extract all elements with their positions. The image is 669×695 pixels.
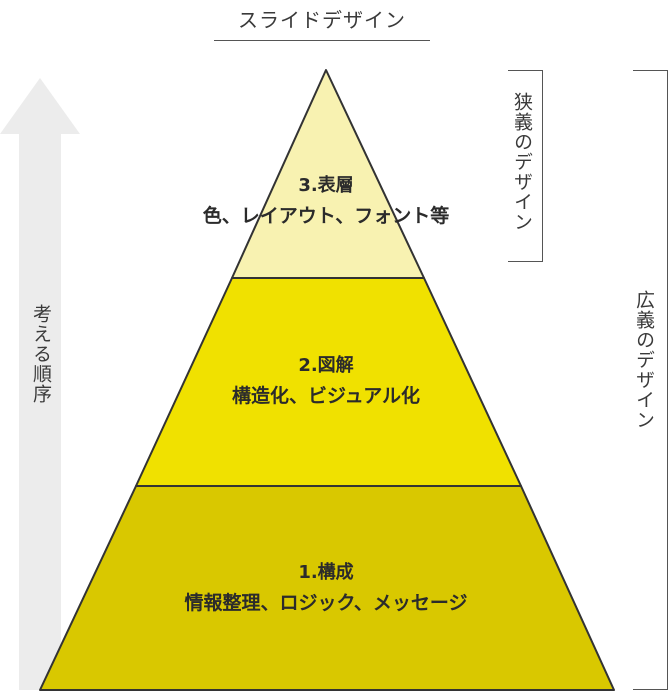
narrow-design-bracket — [508, 70, 543, 262]
layer-bottom-shape — [39, 485, 615, 691]
title-underline — [214, 40, 430, 41]
order-arrow-label: 考える順序 — [30, 304, 52, 404]
layer-middle-text: 2.図解 構造化、ビジュアル化 — [180, 350, 472, 412]
layer-bottom-number: 1.構成 — [298, 562, 354, 583]
broad-design-label: 広義のデザイン — [633, 290, 655, 430]
layer-top-text: 3.表層 色、レイアウト、フォント等 — [180, 170, 472, 232]
layer-top-desc: 色、レイアウト、フォント等 — [202, 205, 450, 227]
layer-middle-number: 2.図解 — [298, 355, 354, 376]
diagram-title: スライドデザイン — [238, 8, 406, 32]
up-arrow-shape — [0, 78, 80, 690]
layer-top-number: 3.表層 — [298, 175, 354, 196]
layer-bottom-desc: 情報整理、ロジック、メッセージ — [184, 592, 468, 614]
layer-middle-desc: 構造化、ビジュアル化 — [231, 385, 421, 407]
layer-bottom-text: 1.構成 情報整理、ロジック、メッセージ — [130, 557, 522, 619]
narrow-design-label: 狭義のデザイン — [511, 92, 533, 232]
broad-design-bracket — [633, 70, 668, 690]
